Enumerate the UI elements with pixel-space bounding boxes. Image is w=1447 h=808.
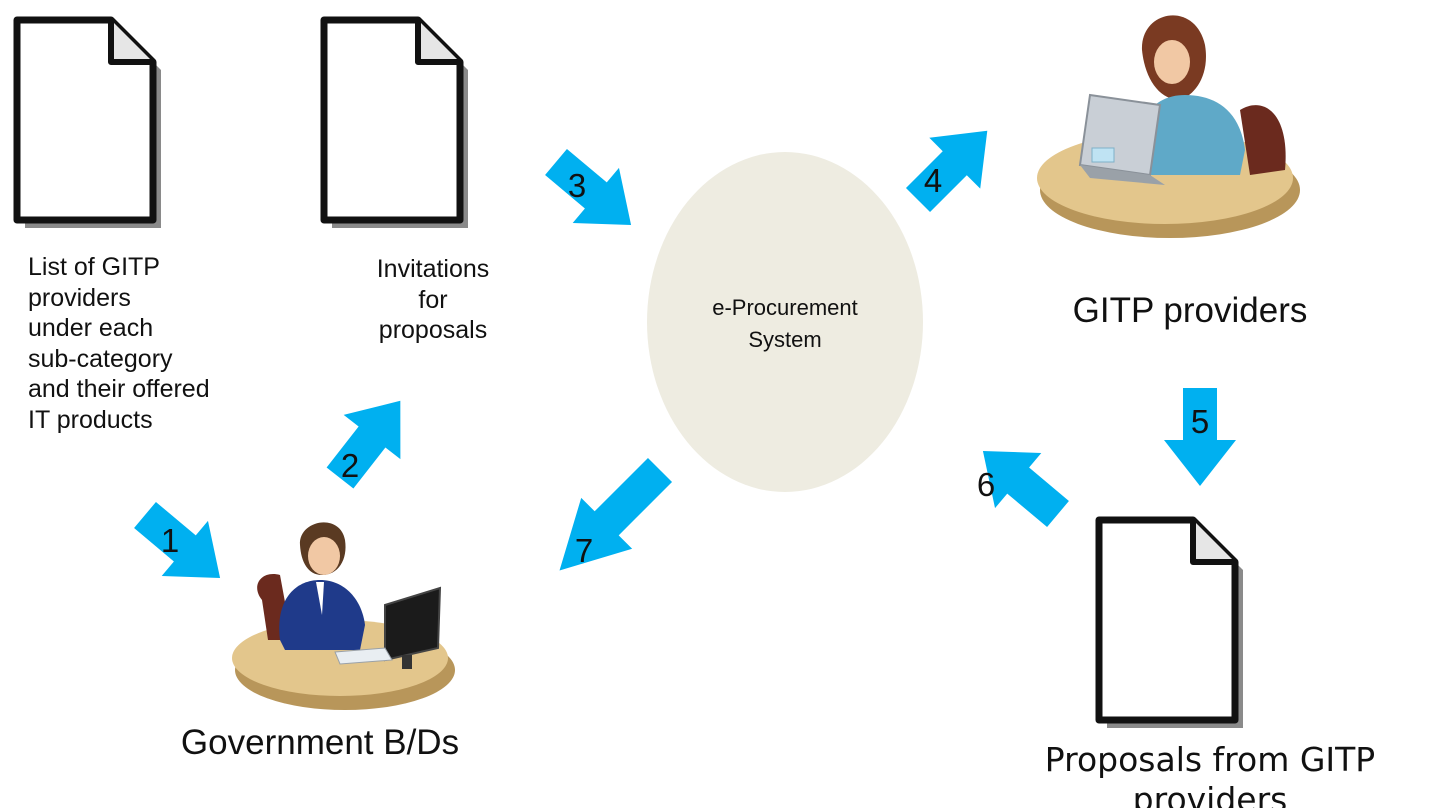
label-proposals: Proposals from GITP providers	[1044, 740, 1376, 808]
step-number-2: 2	[340, 447, 360, 484]
label-invitations: Invitations for proposals	[376, 255, 490, 344]
label-system: e-Procurement System	[712, 295, 858, 352]
step-number-1: 1	[160, 522, 180, 559]
man-at-desk-icon	[232, 522, 455, 710]
arrow-step-3	[532, 134, 655, 253]
step-number-3: 3	[567, 167, 587, 204]
woman-at-desk-icon	[1037, 15, 1300, 238]
arrow-step-4	[892, 105, 1013, 226]
label-gitp-providers: GITP providers	[1072, 291, 1308, 330]
label-gitp-list: List of GITP providers under each sub-ca…	[28, 253, 210, 434]
document-icon-gitp-list	[17, 20, 161, 228]
step-number-7: 7	[574, 532, 594, 569]
step-number-5: 5	[1190, 403, 1210, 440]
step-number-6: 6	[976, 466, 996, 503]
arrow-step-2	[311, 378, 429, 501]
arrow-step-7	[534, 444, 686, 596]
arrow-step-1	[121, 487, 244, 606]
document-icon-proposals	[1099, 520, 1243, 728]
step-number-4: 4	[923, 162, 943, 199]
system-ellipse	[647, 152, 923, 492]
document-icon-invitations	[324, 20, 468, 228]
label-government: Government B/Ds	[180, 723, 460, 762]
